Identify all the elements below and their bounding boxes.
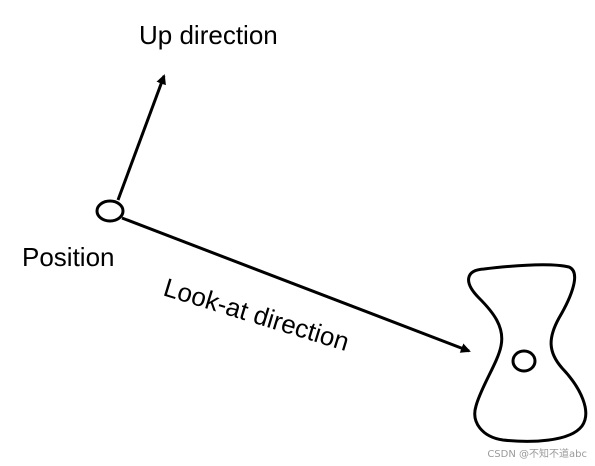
target-object-shape [467,263,588,443]
watermark-text: CSDN @不知不道abc [487,449,587,460]
look-at-direction-arrow [121,216,471,353]
up-direction-arrow [116,74,166,201]
camera-position-marker [95,199,125,223]
target-inner-circle [511,349,537,373]
position-label: Position [22,242,115,272]
up-direction-label: Up direction [139,20,278,50]
